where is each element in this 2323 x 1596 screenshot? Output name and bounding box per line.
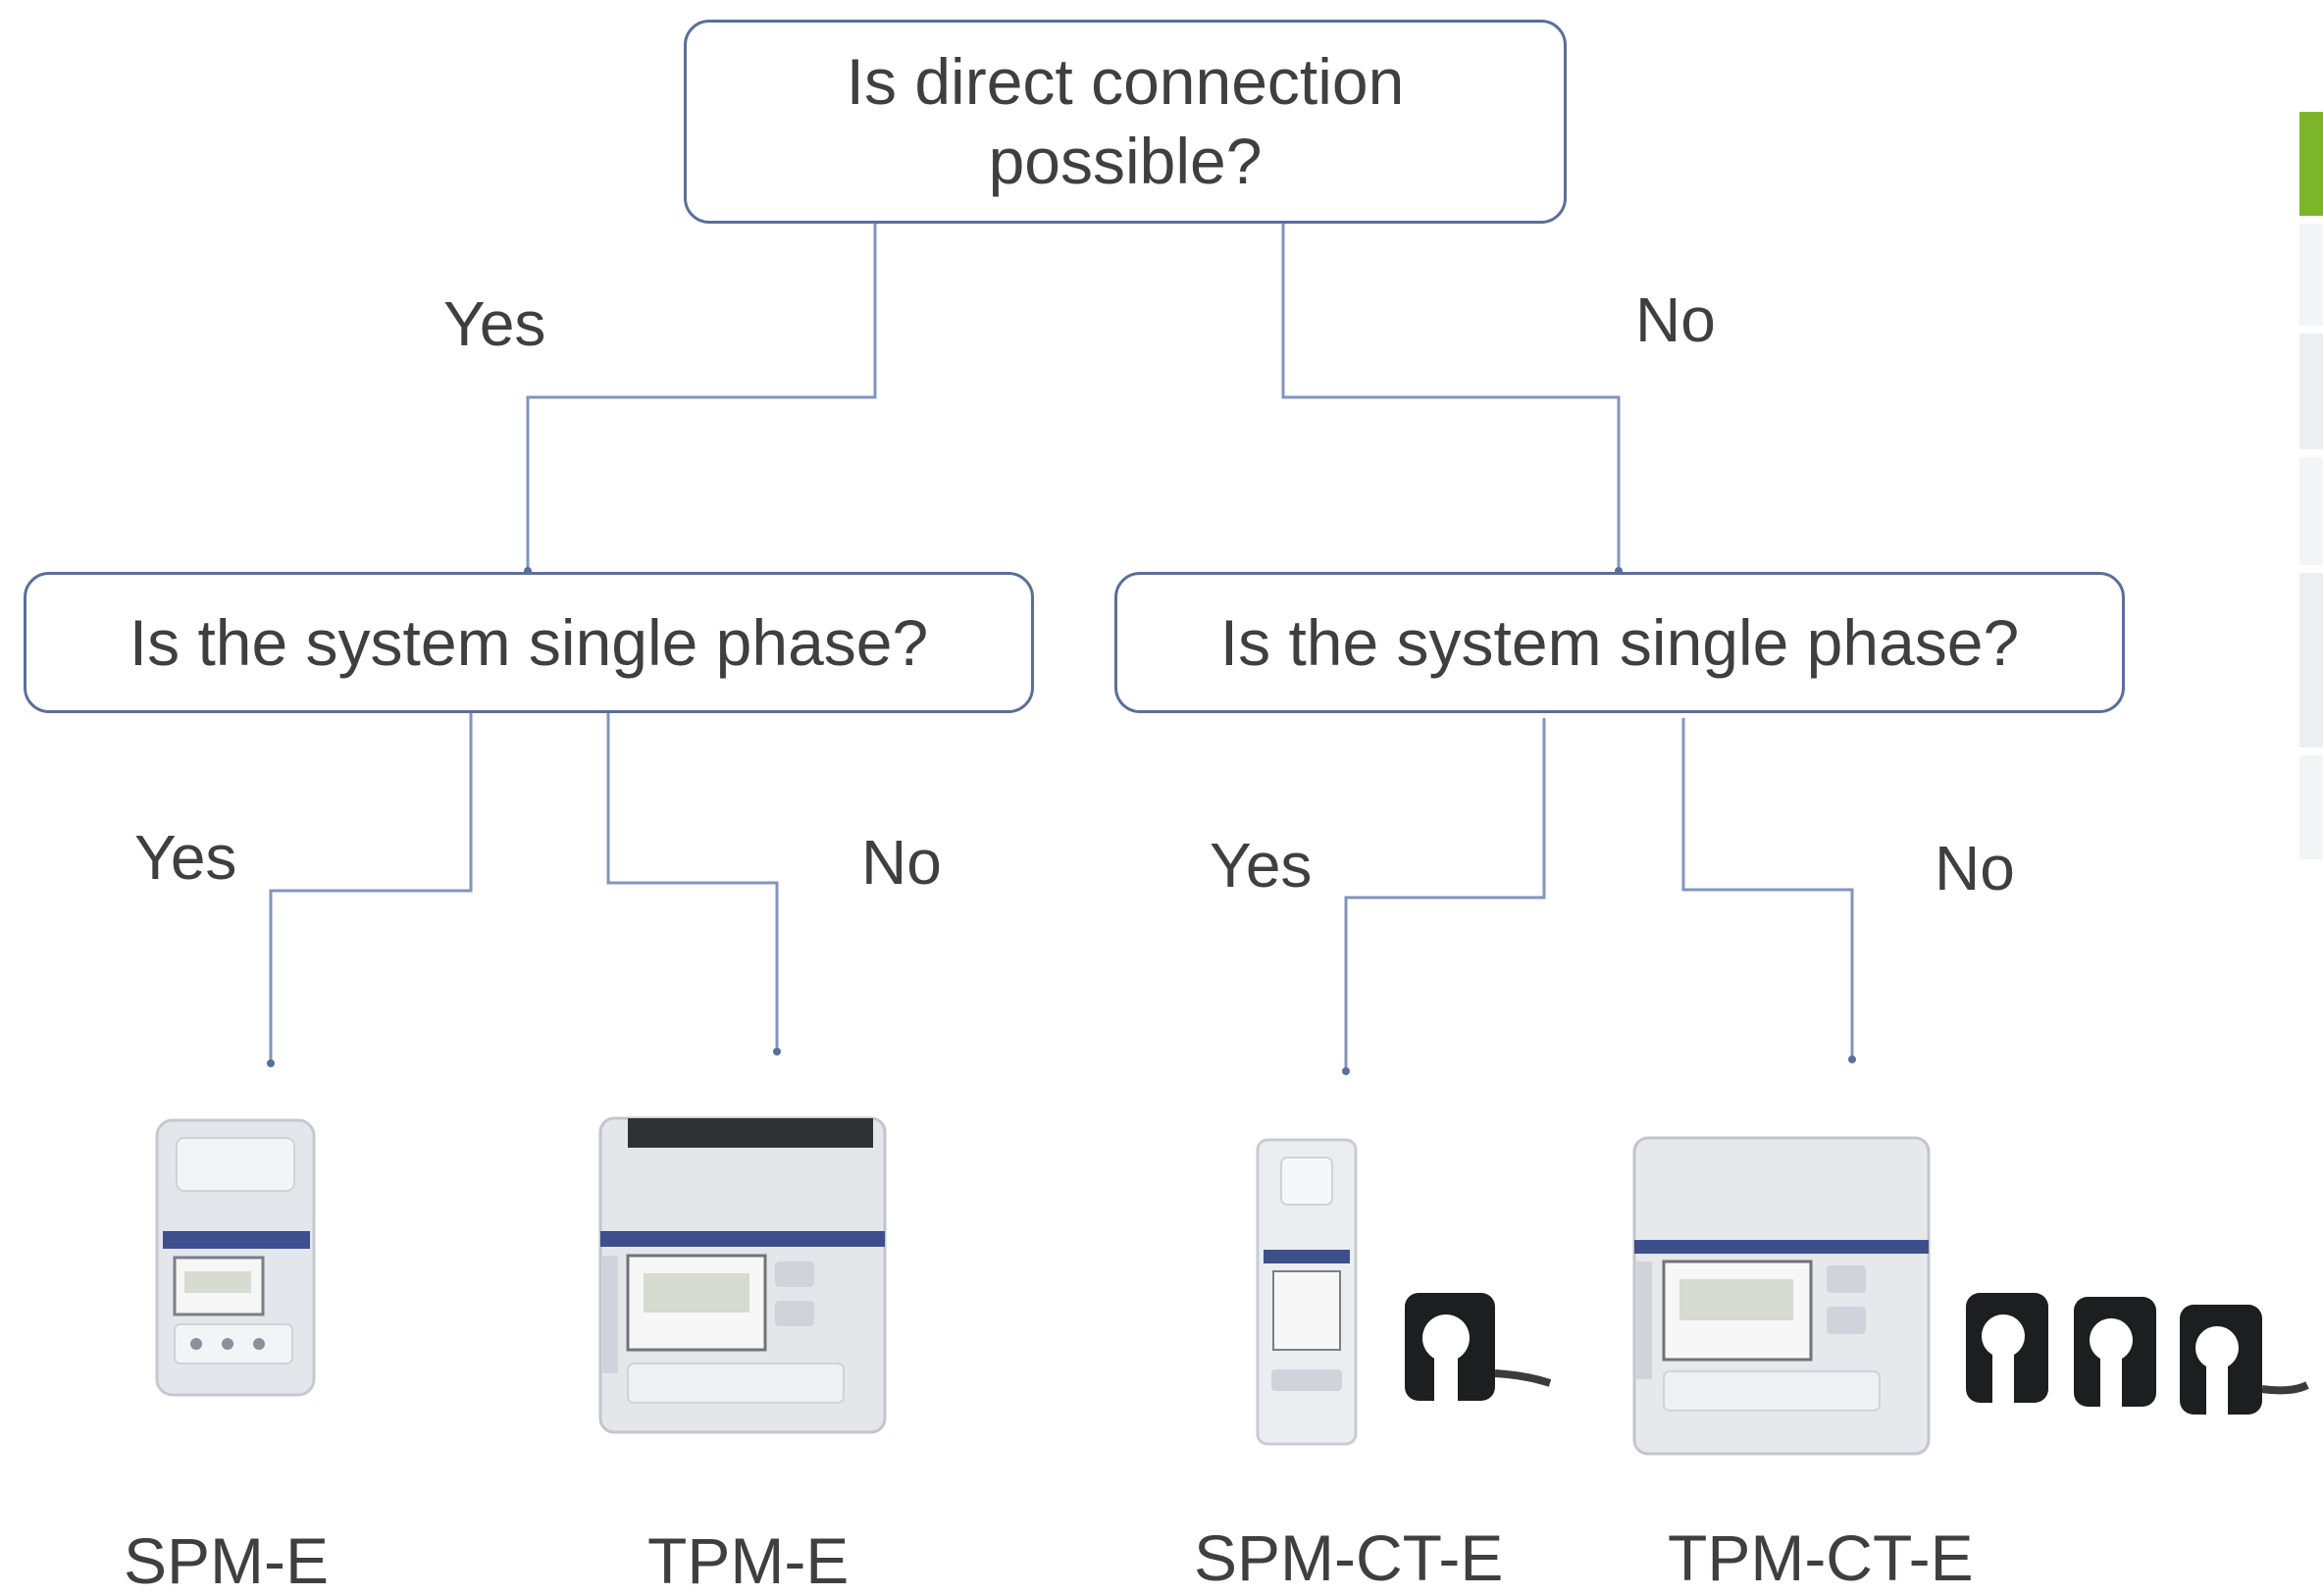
root-question-box: Is direct connection possible? [684,20,1567,224]
product-label-spm-e: SPM-E [124,1524,330,1596]
side-panel-row [2299,224,2323,326]
connector-root-yes [526,224,877,571]
side-panel-row [2299,457,2323,565]
side-panel-row [2299,334,2323,449]
side-panel-row [2299,573,2323,747]
left-no-label: No [861,827,942,898]
product-label-spm-ct-e: SPM-CT-E [1194,1521,1504,1594]
connector-left-no [606,713,779,1050]
connector-right-no [1681,718,1854,1057]
side-panel-accent [2299,112,2323,216]
right-no-label: No [1935,833,2015,903]
left-question-text: Is the system single phase? [129,605,929,679]
branch-yes-label: Yes [443,288,546,359]
left-yes-label: Yes [134,822,237,893]
right-question-text: Is the system single phase? [1219,605,2020,679]
connector-left-yes [269,713,473,1061]
product-label-tpm-e: TPM-E [647,1524,850,1596]
product-label-tpm-ct-e: TPM-CT-E [1668,1521,1974,1594]
connector-root-no [1281,224,1621,571]
left-question-box: Is the system single phase? [24,572,1034,713]
root-question-text: Is direct connection possible? [846,45,1405,197]
right-question-box: Is the system single phase? [1114,572,2125,713]
branch-no-label: No [1635,284,1716,355]
right-yes-label: Yes [1210,830,1313,901]
connector-right-yes [1344,718,1546,1069]
side-panel-row [2299,755,2323,859]
